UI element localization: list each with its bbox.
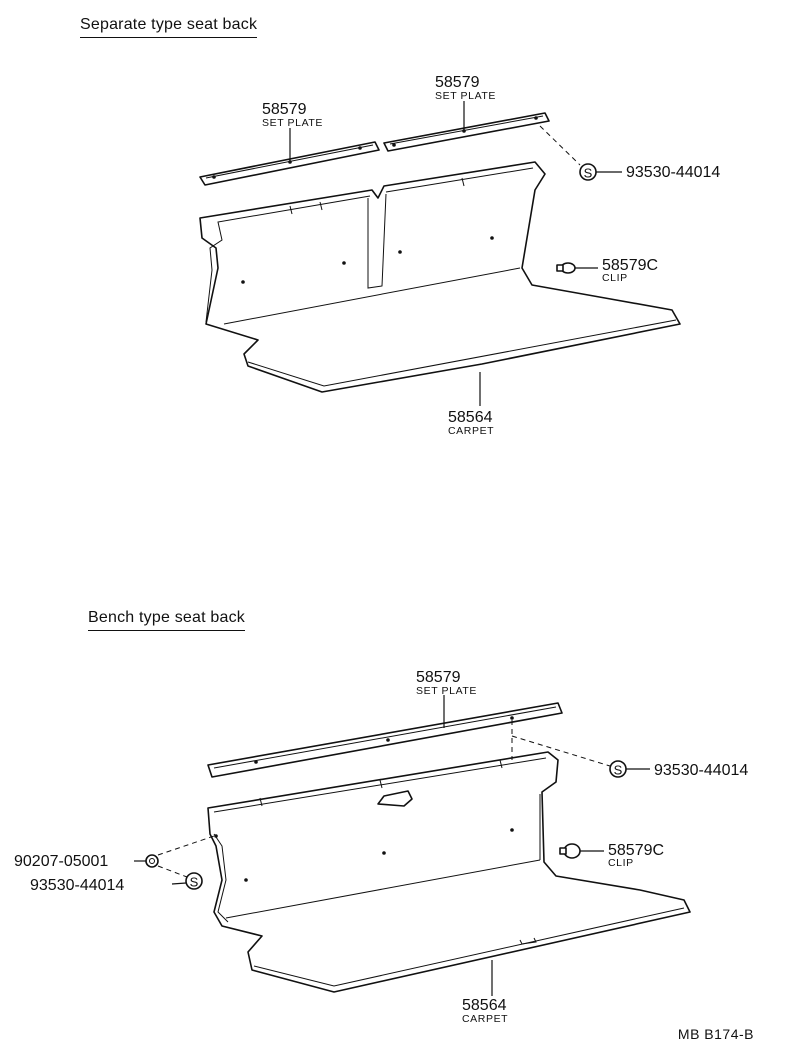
section-heading-bench: Bench type seat back: [88, 609, 245, 631]
leaders-bench: [134, 695, 650, 996]
set-plate-right-name: SET PLATE: [435, 90, 496, 102]
leaders-separate: [289, 101, 622, 406]
screw-symbol-bench-right: S: [609, 760, 627, 778]
labels-separate: 58579 SET PLATE 58579 SET PLATE 93530-44…: [262, 74, 720, 437]
set-plate-left-part-no: 58579: [262, 101, 307, 118]
carpet-name: CARPET: [448, 425, 494, 437]
set-plate-part-no: 58579: [416, 669, 461, 686]
set-plate-left-name: SET PLATE: [262, 117, 323, 129]
labels-bench: 58579 SET PLATE 93530-44014 90207-05001 …: [14, 669, 748, 1025]
screw-symbol-left-text: S: [190, 875, 199, 890]
clip-separate: [556, 262, 576, 274]
clip-name: CLIP: [602, 272, 628, 284]
set-plate-bench: [207, 702, 563, 778]
nut-part-no: 90207-05001: [14, 853, 108, 870]
set-plate-separate-right: [383, 112, 550, 152]
screw-part-no: 93530-44014: [626, 164, 720, 181]
clip-bench-part-no: 58579C: [608, 842, 664, 859]
clip-part-no: 58579C: [602, 257, 658, 274]
screw-right-part-no: 93530-44014: [654, 762, 748, 779]
carpet-separate: [199, 161, 681, 393]
nut-bench: [145, 854, 159, 868]
screw-symbol-separate: S: [579, 163, 597, 181]
clip-bench-name: CLIP: [608, 857, 634, 869]
carpet-bench-name: CARPET: [462, 1013, 508, 1025]
carpet-bench-part-no: 58564: [462, 997, 507, 1014]
drawing-code: MB B174-B: [677, 1026, 754, 1042]
carpet-part-no: 58564: [448, 409, 493, 426]
set-plate-right-part-no: 58579: [435, 74, 480, 91]
carpet-bench: [207, 751, 691, 993]
set-plate-name: SET PLATE: [416, 685, 477, 697]
screw-symbol-text: S: [584, 166, 593, 181]
screw-left-part-no: 93530-44014: [30, 877, 124, 894]
screw-symbol-right-text: S: [614, 763, 623, 778]
section-heading-separate: Separate type seat back: [80, 16, 258, 38]
clip-bench: [559, 843, 581, 859]
screw-symbol-bench-left: S: [185, 872, 203, 890]
